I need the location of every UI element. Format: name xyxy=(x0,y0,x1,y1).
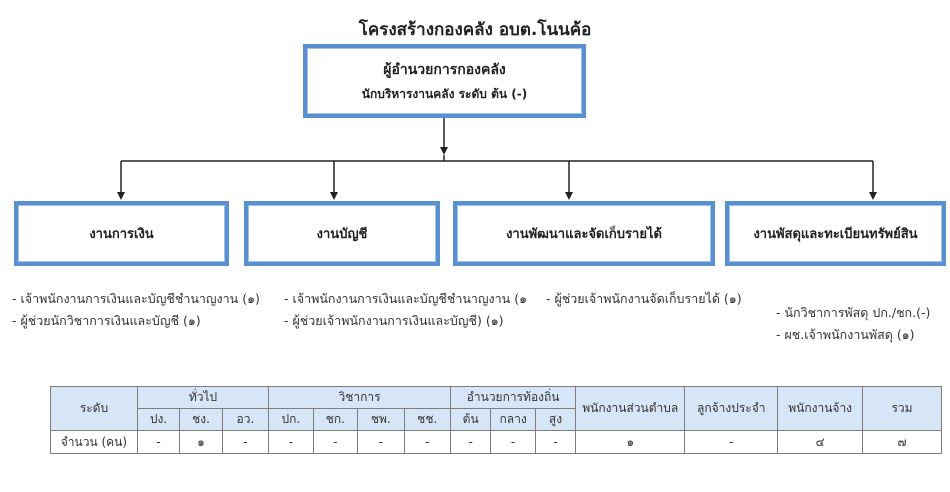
staff-item: - ผู้ช่วยนักวิชาการเงินและบัญชี (๑) xyxy=(12,313,201,328)
header-academic: วิชาการ xyxy=(268,386,451,409)
table-cell: - xyxy=(312,430,359,454)
header-general: ทั่วไป xyxy=(136,386,270,409)
table-cell: - xyxy=(357,430,405,454)
subheader: ต้น xyxy=(449,408,492,431)
table-cell: ๔ xyxy=(777,430,864,454)
connector-lines xyxy=(117,118,877,200)
division-name: งานพัสดุและทะเบียนทรัพย์สิน xyxy=(753,227,918,242)
subheader: ชง. xyxy=(179,408,223,431)
header-local-admin: อำนวยการท้องถิ่น xyxy=(449,386,577,409)
division-box-finance: งานการเงิน xyxy=(14,201,229,266)
header-contract-employee: พนักงานจ้าง xyxy=(777,386,864,431)
staff-list-finance: - เจ้าพนักงานการเงินและบัญชีชำนาญงาน (๑)… xyxy=(12,288,260,332)
division-box-supplies: งานพัสดุและทะเบียนทรัพย์สิน xyxy=(725,201,946,266)
subheader: ชก. xyxy=(312,408,359,431)
division-name: งานบัญชี xyxy=(316,227,368,242)
staff-list-supplies: - นักวิชาการพัสดุ ปก./ชก.(-) - ผช.เจ้าพน… xyxy=(776,302,930,346)
table-cell: - xyxy=(684,430,779,454)
table-cell: ๑ xyxy=(179,430,223,454)
table-cell: - xyxy=(268,430,314,454)
division-box-revenue: งานพัฒนาและจัดเก็บรายได้ xyxy=(453,201,715,266)
director-box: ผู้อำนวยการกองคลัง นักบริหารงานคลัง ระดั… xyxy=(303,44,586,118)
table-cell: - xyxy=(136,430,181,454)
header-permanent-employee: ลูกจ้างประจำ xyxy=(684,386,779,431)
table-cell: - xyxy=(403,430,451,454)
division-name: งานพัฒนาและจัดเก็บรายได้ xyxy=(506,227,662,242)
subheader: สูง xyxy=(534,408,577,431)
staff-list-revenue: - ผู้ช่วยเจ้าพนักงานจัดเก็บรายได้ (๑) xyxy=(546,288,742,310)
subheader: ปง. xyxy=(136,408,181,431)
table-cell: ๗ xyxy=(862,430,942,454)
subheader: ชพ. xyxy=(357,408,405,431)
staff-item: - ผช.เจ้าพนักงานพัสดุ (๑) xyxy=(776,327,915,342)
subheader: อว. xyxy=(221,408,270,431)
subheader: ชช. xyxy=(403,408,451,431)
header-tambon-staff: พนักงานส่วนตำบล xyxy=(575,386,686,431)
division-box-accounting: งานบัญชี xyxy=(244,201,440,266)
subheader: ปก. xyxy=(268,408,314,431)
staff-summary-table: ระดับ ทั่วไป วิชาการ อำนวยการท้องถิ่น พน… xyxy=(50,386,942,454)
staff-item: - เจ้าพนักงานการเงินและบัญชีชำนาญงาน (๑ xyxy=(284,291,528,306)
staff-item: - ผู้ช่วยเจ้าพนักงานการเงินและบัญชี) (๑) xyxy=(284,313,504,328)
director-title: ผู้อำนวยการกองคลัง xyxy=(383,61,506,78)
table-cell: - xyxy=(449,430,492,454)
chart-title: โครงสร้างกองคลัง อบต.โนนค้อ xyxy=(358,20,592,40)
staff-list-accounting: - เจ้าพนักงานการเงินและบัญชีชำนาญงาน (๑ … xyxy=(284,288,527,332)
table-cell: - xyxy=(221,430,270,454)
staff-item: - ผู้ช่วยเจ้าพนักงานจัดเก็บรายได้ (๑) xyxy=(546,291,742,306)
table-cell: ๑ xyxy=(575,430,686,454)
subheader: กลาง xyxy=(490,408,536,431)
header-level: ระดับ xyxy=(50,386,138,431)
table-cell: - xyxy=(490,430,536,454)
header-total: รวม xyxy=(862,386,942,431)
director-position: นักบริหารงานคลัง ระดับ ต้น (-) xyxy=(361,86,528,101)
division-name: งานการเงิน xyxy=(89,227,154,242)
table-cell: - xyxy=(534,430,577,454)
row-label: จำนวน (คน) xyxy=(50,430,138,454)
staff-item: - นักวิชาการพัสดุ ปก./ชก.(-) xyxy=(776,305,931,320)
staff-item: - เจ้าพนักงานการเงินและบัญชีชำนาญงาน (๑) xyxy=(12,291,260,306)
